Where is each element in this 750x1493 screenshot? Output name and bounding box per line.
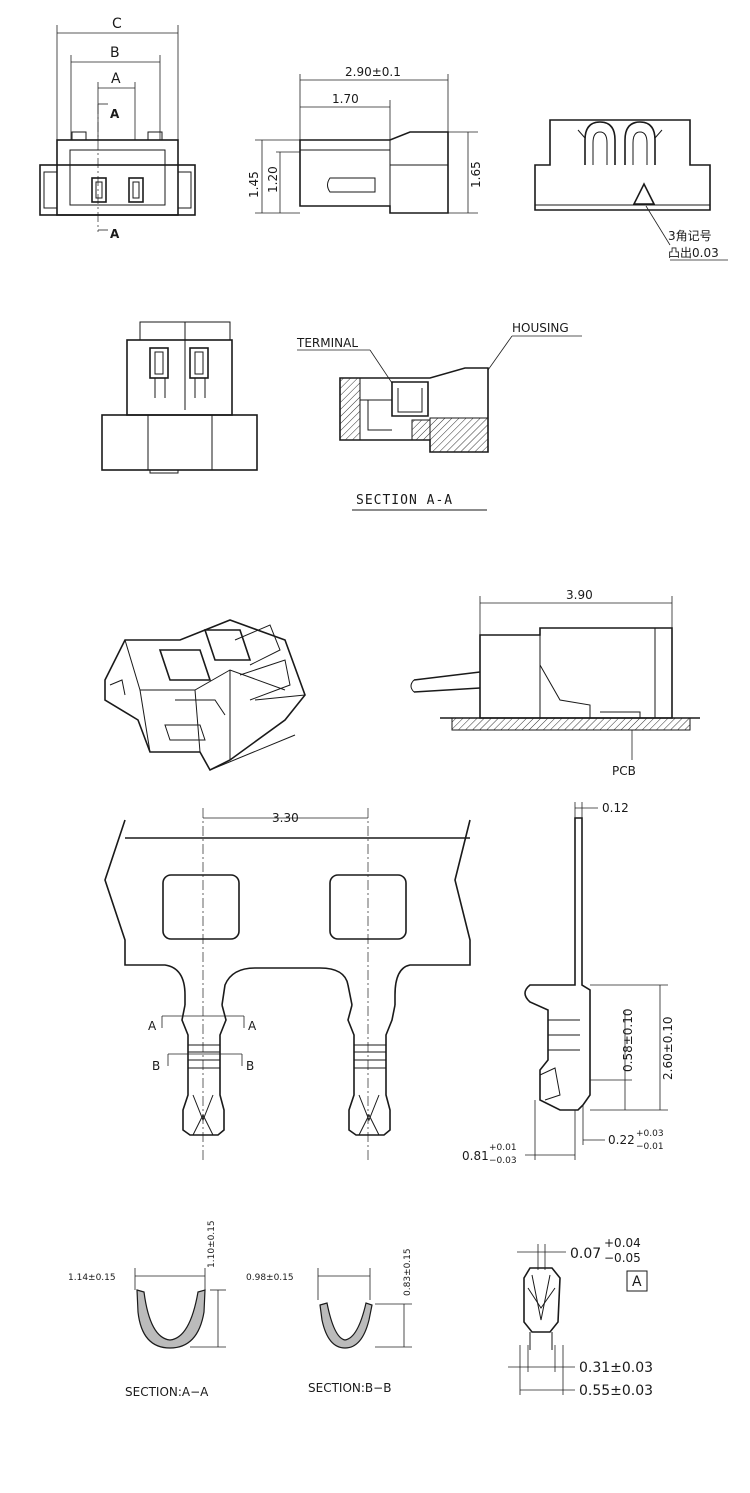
dim-055-label: 0.55±0.03 (579, 1383, 653, 1399)
dim-031-label: 0.31±0.03 (579, 1360, 653, 1376)
dim-081-plus: +0.01 (489, 1143, 517, 1153)
crimp-section-a-a: 1.14±0.15 1.10±0.15 SECTION:A−A (68, 1220, 226, 1399)
section-a-a-view: TERMINAL HOUSING SECTION A-A (296, 321, 582, 511)
right-terminal-body (347, 1004, 396, 1136)
dim-007-base: 0.07 (570, 1246, 601, 1262)
section-a-a-title: SECTION A-A (356, 493, 453, 508)
section-a-a-caption: SECTION:A−A (125, 1385, 209, 1399)
section-cut-a-top: A (110, 107, 120, 121)
cut-a-left: A (148, 1019, 157, 1033)
left-terminal-body (181, 1004, 227, 1136)
dim-170-label: 1.70 (332, 92, 359, 106)
protrusion-note: 凸出0.03 (668, 246, 719, 260)
dim-c-label: C (112, 16, 122, 32)
crimp-section-b-b: 0.98±0.15 0.83±0.15 SECTION:B−B (246, 1248, 413, 1395)
dim-260-label: 2.60±0.10 (661, 1017, 675, 1081)
dim-022-plus: +0.03 (636, 1129, 664, 1139)
cut-b-left: B (152, 1059, 160, 1073)
triangle-mark-note: 3角记号 (668, 229, 712, 243)
terminal-strip-view: 3.30 (104, 808, 471, 1160)
contact-detail-view: 0.07 +0.04 −0.05 A 0.31±0.03 0.55±0.03 (508, 1236, 653, 1399)
isometric-view (104, 619, 306, 772)
dim-165-label: 1.65 (469, 161, 483, 188)
dim-007-plus: +0.04 (604, 1236, 641, 1250)
terminal-side-view: 0.12 2.60±0.10 0.58±0.10 0.81 +0.01 −0.0… (462, 801, 675, 1166)
dim-058-label: 0.58±0.10 (621, 1009, 635, 1073)
dim-330-label: 3.30 (272, 811, 299, 825)
dim-114-label: 1.14±0.15 (68, 1273, 116, 1283)
cut-a-right: A (248, 1019, 257, 1033)
cut-b-right: B (246, 1059, 254, 1073)
dim-a-label: A (111, 71, 121, 87)
end-view: 3角记号 凸出0.03 (534, 119, 728, 261)
dim-120-label: 1.20 (266, 166, 280, 193)
dim-098-label: 0.98±0.15 (246, 1273, 294, 1283)
pcb-mount-view: 3.90 PCB (410, 588, 700, 778)
dim-007-minus: −0.05 (604, 1251, 641, 1265)
dim-022-minus: −0.01 (636, 1142, 664, 1152)
dim-081-minus: −0.03 (489, 1156, 517, 1166)
section-cut-a-bottom: A (110, 227, 120, 241)
dim-110-label: 1.10±0.15 (207, 1220, 217, 1268)
dim-012-label: 0.12 (602, 801, 629, 815)
reference-a-box: A (632, 1274, 642, 1290)
dim-390-label: 3.90 (566, 588, 593, 602)
terminal-callout: TERMINAL (296, 336, 358, 350)
dim-145-label: 1.45 (247, 171, 261, 198)
dim-083-label: 0.83±0.15 (403, 1248, 413, 1296)
side-view: 2.90±0.1 1.70 1.45 1.20 1.65 (247, 65, 483, 214)
dim-022-base: 0.22 (608, 1133, 635, 1147)
housing-callout: HOUSING (512, 321, 569, 335)
dim-290-label: 2.90±0.1 (345, 65, 401, 79)
pcb-label: PCB (612, 764, 636, 778)
dim-081-base: 0.81 (462, 1149, 489, 1163)
front-view: C B A A A (39, 16, 196, 241)
dim-b-label: B (110, 45, 120, 61)
section-b-b-caption: SECTION:B−B (308, 1381, 391, 1395)
bottom-front-view (101, 321, 258, 474)
